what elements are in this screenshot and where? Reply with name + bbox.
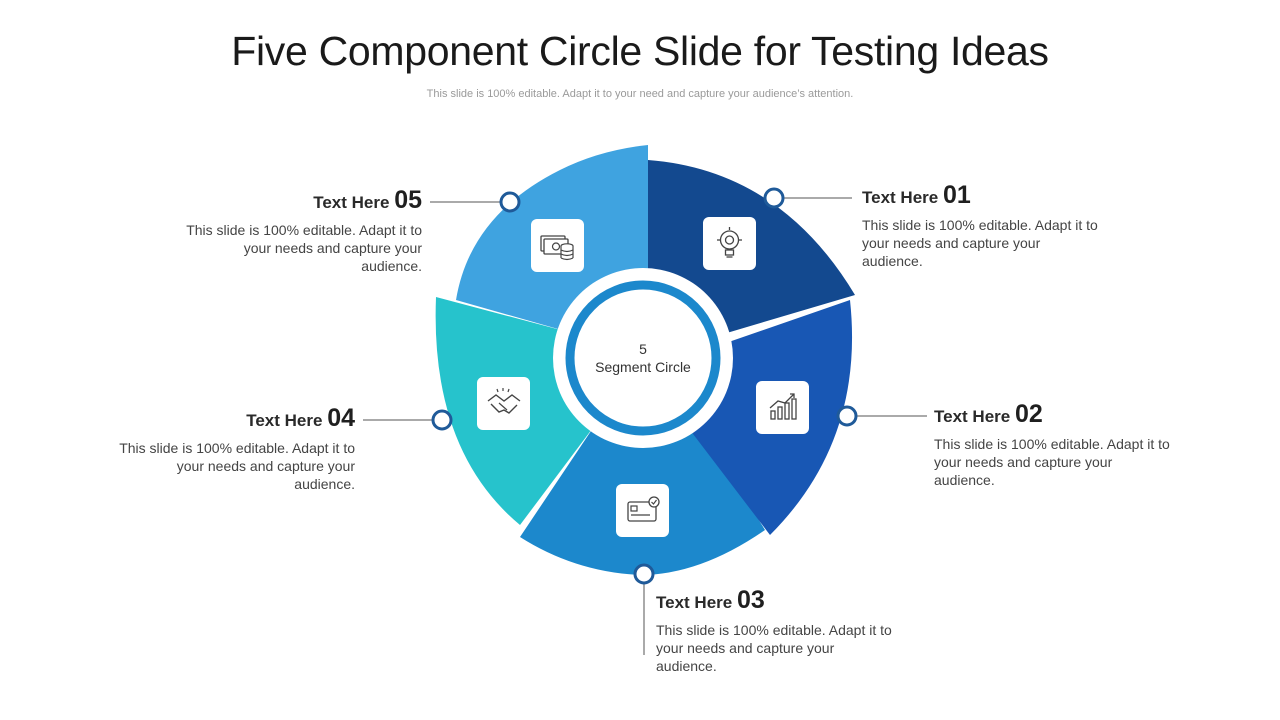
connector-dot-05[interactable] (499, 191, 521, 213)
item-02: Text Here 02 This slide is 100% editable… (934, 402, 1174, 489)
center-inner-disc (577, 292, 709, 424)
center-label: 5 Segment Circle (583, 340, 703, 376)
item-02-number: 02 (1014, 400, 1043, 428)
item-05-head: Text Here (313, 193, 390, 212)
item-01-head: Text Here (862, 188, 939, 207)
item-04-heading: Text Here 04 (115, 406, 355, 433)
money-coins-icon (531, 219, 584, 272)
handshake-icon (477, 377, 530, 430)
item-03-description: This slide is 100% editable. Adapt it to… (656, 622, 892, 674)
connector-dot-04[interactable] (431, 409, 453, 431)
growth-chart-icon (756, 381, 809, 434)
center-count: 5 (639, 341, 647, 357)
item-01-description: This slide is 100% editable. Adapt it to… (862, 217, 1098, 269)
slide-title: Five Component Circle Slide for Testing … (231, 28, 1049, 74)
item-04-number: 04 (327, 404, 355, 432)
item-02-heading: Text Here 02 (934, 402, 1174, 429)
item-03-head: Text Here (656, 593, 733, 612)
item-05: Text Here 05 This slide is 100% editable… (182, 188, 422, 275)
item-03: Text Here 03 This slide is 100% editable… (656, 588, 896, 675)
item-03-number: 03 (736, 586, 765, 614)
slide-subtitle: This slide is 100% editable. Adapt it to… (426, 88, 854, 100)
item-01-number: 01 (942, 181, 971, 209)
card-check-icon (616, 484, 669, 537)
center-blue-ring (565, 280, 721, 436)
connector-dot-01[interactable] (763, 187, 785, 209)
item-01-heading: Text Here 01 (862, 183, 1102, 210)
item-04-description: This slide is 100% editable. Adapt it to… (119, 440, 355, 492)
item-02-description: This slide is 100% editable. Adapt it to… (934, 436, 1170, 488)
item-02-head: Text Here (934, 407, 1011, 426)
item-05-number: 05 (394, 186, 422, 214)
connector-dot-03[interactable] (633, 563, 655, 585)
connector-dot-02[interactable] (836, 405, 858, 427)
item-01: Text Here 01 This slide is 100% editable… (862, 183, 1102, 270)
lightbulb-gear-icon (703, 217, 756, 270)
item-04: Text Here 04 This slide is 100% editable… (115, 406, 355, 493)
item-04-head: Text Here (246, 411, 323, 430)
item-03-heading: Text Here 03 (656, 588, 896, 615)
item-05-heading: Text Here 05 (182, 188, 422, 215)
center-caption: Segment Circle (595, 359, 691, 375)
item-05-description: This slide is 100% editable. Adapt it to… (186, 222, 422, 274)
